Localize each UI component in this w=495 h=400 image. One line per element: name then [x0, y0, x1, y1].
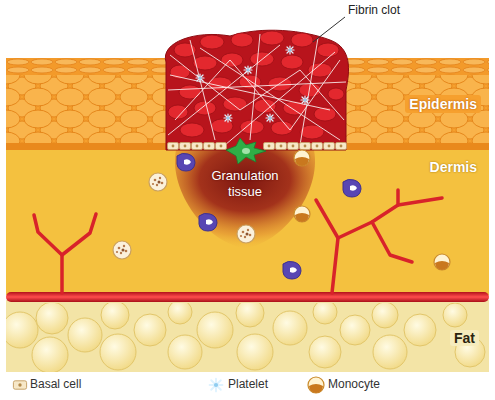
- blood-vessel: [6, 292, 489, 302]
- legend-text: Platelet: [228, 377, 268, 391]
- granulation-region: [175, 150, 315, 248]
- legend-text: Monocyte: [328, 377, 380, 391]
- node-text: Dermis: [430, 159, 477, 175]
- legend-entry: Monocyte: [328, 377, 380, 391]
- epidermis-band: Epidermis: [6, 58, 489, 150]
- node-text: Fat: [450, 330, 479, 346]
- dermis-band: DermisGranulation tissue: [6, 150, 489, 293]
- fat-ground: [6, 300, 489, 372]
- legend-icons: [13, 377, 324, 393]
- fat-band: Fat: [6, 303, 489, 372]
- fat-cells: [6, 303, 485, 372]
- granulation-tissue-region: Granulation tissue: [189, 163, 301, 205]
- leader-line: [313, 17, 345, 42]
- callout-label: Fibrin clot: [348, 3, 400, 17]
- legend-text: Basal cell: [30, 377, 81, 391]
- immune-cells: [113, 150, 450, 279]
- fibrin-clot: [165, 30, 348, 150]
- fibroblast-cell: [226, 138, 266, 164]
- node-text: Epidermis: [405, 95, 481, 113]
- node-text: Granulation tissue: [197, 168, 293, 199]
- dermis-ground: [6, 150, 489, 295]
- legend-entry: Basal cell: [30, 377, 81, 391]
- legend-entry: Platelet: [228, 377, 268, 391]
